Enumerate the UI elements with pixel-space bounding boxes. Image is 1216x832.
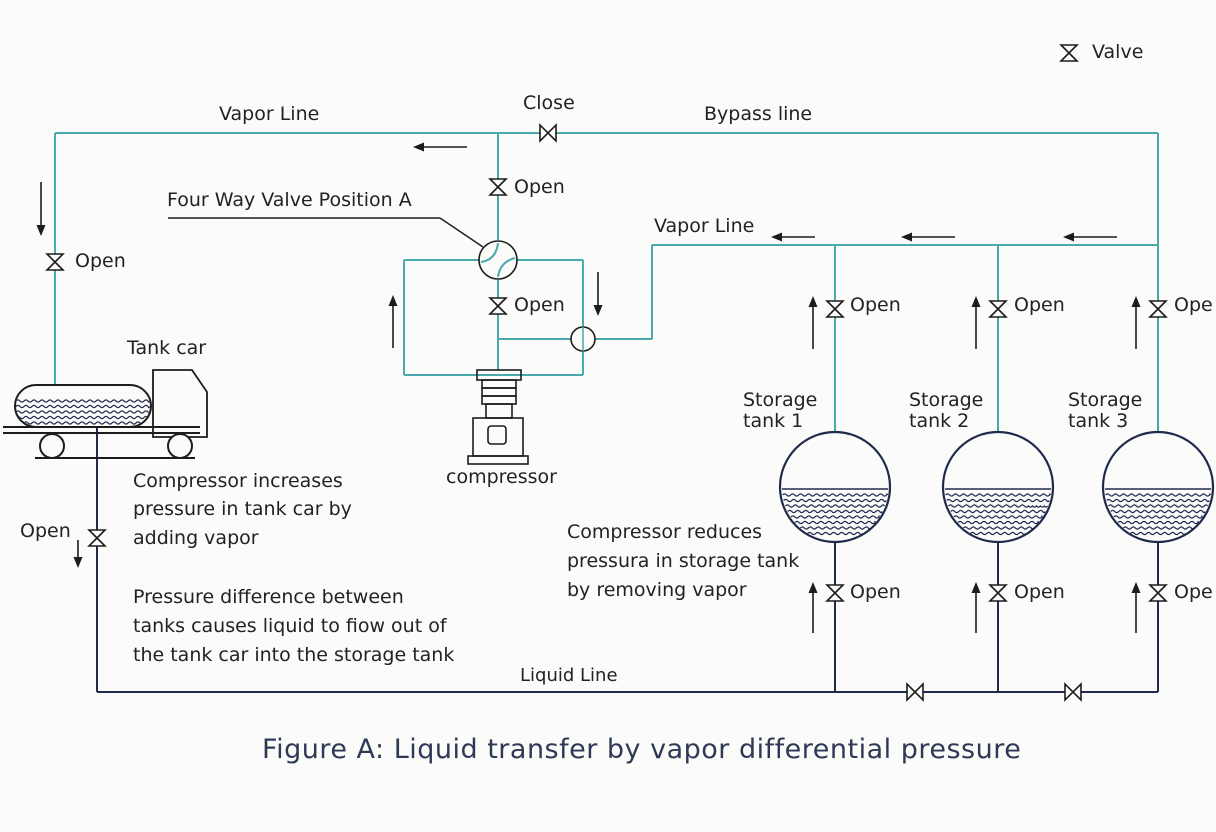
bypass-line-label: Bypass line <box>704 103 813 125</box>
storage-tank-1-icon <box>778 430 892 544</box>
tank1-liquid-open-label: Open <box>850 581 901 603</box>
four-way-valve <box>478 240 518 280</box>
tank2-vapor-valve-icon <box>988 300 1008 318</box>
tank2-liquid-open-label: Open <box>1014 581 1065 603</box>
valves <box>45 123 1168 702</box>
vapor-piping <box>54 132 1159 458</box>
compressor-top-valve-icon <box>488 178 508 196</box>
four-way-valve-label: Four Way Valve Position A <box>167 189 412 211</box>
liquid-line-valve-1-icon <box>906 682 924 702</box>
note-compressor-increases-2: pressure in tank car by <box>133 498 352 520</box>
note-compressor-increases-1: Compressor increases <box>133 470 343 492</box>
tank-car-vapor-valve-icon <box>45 253 65 271</box>
note-pressure-difference-2: tanks causes liquid to fiow out of <box>133 615 447 637</box>
arrow-tank-car-liquid-down <box>73 540 83 568</box>
tank2-liquid-valve-icon <box>988 584 1008 602</box>
tank3-liquid-valve-icon <box>1148 584 1168 602</box>
arrow-tank2-liquid-up <box>971 582 981 633</box>
tank-car-label: Tank car <box>127 337 207 359</box>
close-label: Close <box>523 92 575 114</box>
four-way-leader-d <box>439 217 484 248</box>
tank2-label-line2: tank 2 <box>909 410 970 432</box>
liquid-line-label: Liquid Line <box>520 665 618 686</box>
arrow-header-1 <box>771 232 815 242</box>
compressor-icon <box>467 369 529 465</box>
tank3-liquid-open-label: Ope <box>1174 581 1213 603</box>
note-pressure-difference-3: the tank car into the storage tank <box>133 644 455 666</box>
open-compressor-mid-label: Open <box>514 294 565 316</box>
figure-caption: Figure A: Liquid transfer by vapor diffe… <box>262 734 1022 765</box>
note-compressor-reduces-1: Compressor reduces <box>567 521 763 543</box>
note-compressor-increases-3: adding vapor <box>133 527 259 549</box>
arrow-loop-left-up <box>388 295 398 348</box>
arrow-tank3-vapor-up <box>1131 296 1141 349</box>
tank1-vapor-open-label: Open <box>850 294 901 316</box>
arrow-loop-right-down <box>593 272 603 316</box>
note-compressor-reduces-2: pressura in storage tank <box>567 550 800 572</box>
tank1-vapor-valve-icon <box>825 300 845 318</box>
flow-arrows <box>36 142 1141 633</box>
compressor-label: compressor <box>446 466 557 488</box>
tank1-label-line1: Storage <box>743 389 818 411</box>
tank-car-liquid-valve-icon <box>87 529 107 547</box>
liquid-line-valve-2-icon <box>1064 682 1082 702</box>
arrow-header-2 <box>901 232 955 242</box>
note-compressor-reduces-3: by removing vapor <box>567 579 747 601</box>
arrow-tank1-liquid-up <box>808 582 818 633</box>
tank1-label-line2: tank 1 <box>743 410 804 432</box>
arrow-top-left <box>413 142 467 152</box>
compressor-mid-valve-icon <box>488 297 508 315</box>
arrow-header-3 <box>1063 232 1117 242</box>
tank3-vapor-valve-icon <box>1148 300 1168 318</box>
arrow-tank1-vapor-up <box>808 296 818 349</box>
storage-tank-3-icon <box>1101 430 1215 544</box>
open-left-label: Open <box>75 250 126 272</box>
storage-tank-2-icon <box>941 430 1055 544</box>
tank3-label-line2: tank 3 <box>1068 410 1129 432</box>
open-compressor-top-label: Open <box>514 176 565 198</box>
tank3-label-line1: Storage <box>1068 389 1143 411</box>
liquid-piping <box>96 428 1159 693</box>
legend-valve-label: Valve <box>1092 41 1144 63</box>
tank1-liquid-valve-icon <box>825 584 845 602</box>
tank2-vapor-open-label: Open <box>1014 294 1065 316</box>
note-pressure-difference-1: Pressure difference between <box>133 586 404 608</box>
arrow-tank3-liquid-up <box>1131 582 1141 633</box>
tank-car-icon <box>3 369 208 459</box>
tank2-label-line1: Storage <box>909 389 984 411</box>
vapor-line-right-label: Vapor Line <box>654 215 755 237</box>
arrow-tank-car-down <box>36 182 46 236</box>
legend-valve-icon <box>1059 44 1079 62</box>
tank3-vapor-open-label: Ope <box>1174 294 1213 316</box>
close-valve-icon <box>539 123 557 143</box>
vapor-line-top-label: Vapor Line <box>219 103 320 125</box>
open-tank-car-liquid-label: Open <box>20 520 71 542</box>
arrow-tank2-vapor-up <box>971 296 981 349</box>
